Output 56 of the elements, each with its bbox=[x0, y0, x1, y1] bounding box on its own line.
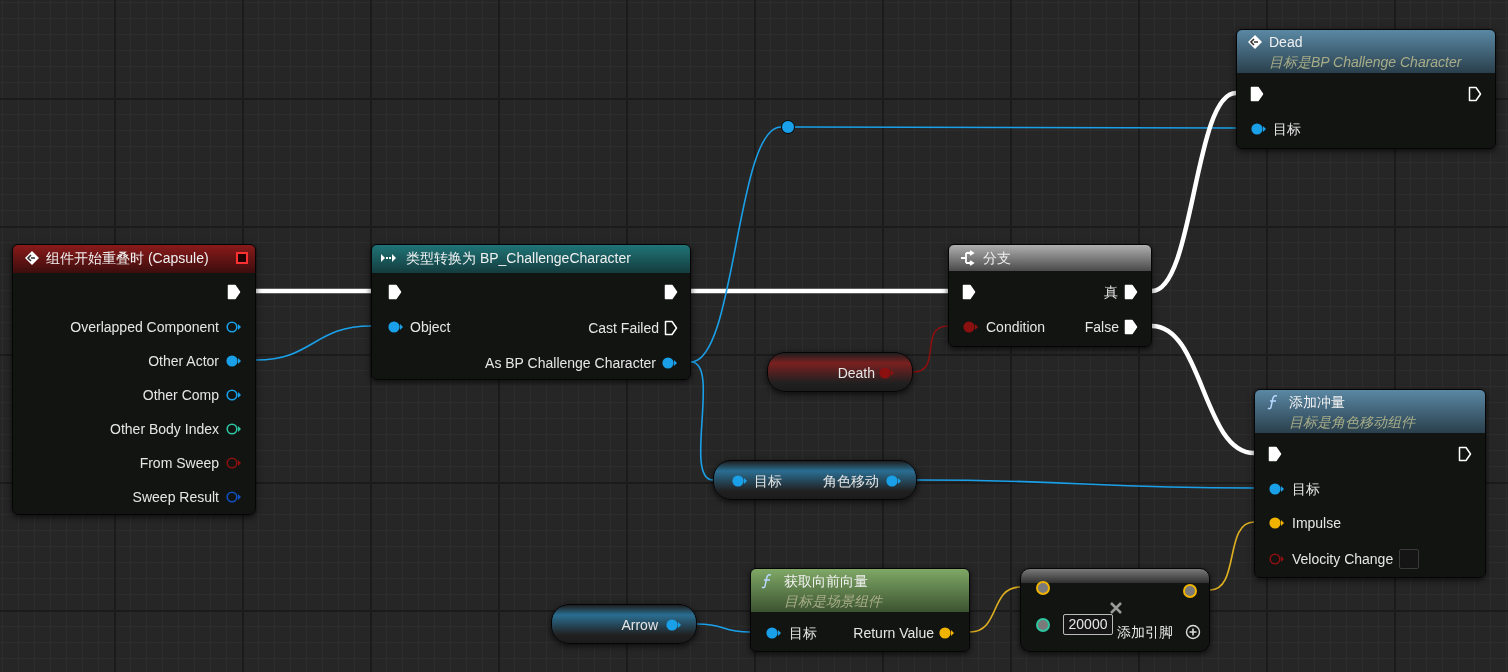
node-title: 添加冲量 bbox=[1289, 393, 1345, 411]
wire bbox=[1151, 90, 1237, 294]
pin-label: 目标 bbox=[789, 624, 817, 642]
branch-node bbox=[948, 244, 1152, 347]
node-title: 分支 bbox=[983, 249, 1011, 267]
wire bbox=[912, 325, 949, 373]
pin-label: Death bbox=[837, 364, 875, 382]
node-title: 类型转换为 BP_ChallengeCharacter bbox=[406, 249, 631, 267]
node-title: Dead bbox=[1269, 33, 1303, 51]
pin-label: Object bbox=[410, 318, 451, 336]
pin-label: Velocity Change bbox=[1292, 550, 1394, 568]
pin-label: Arrow bbox=[621, 616, 658, 634]
function-node bbox=[1254, 389, 1486, 578]
input-field: 20000 bbox=[1063, 614, 1113, 635]
pin-label: False bbox=[1084, 318, 1119, 336]
node-title: 组件开始重叠时 (Capsule) bbox=[46, 249, 209, 267]
wire bbox=[969, 586, 1021, 633]
pin-label: 目标 bbox=[754, 472, 782, 490]
wire bbox=[916, 479, 1255, 489]
node-subtitle: 目标是BP Challenge Character bbox=[1269, 53, 1462, 71]
node-subtitle: 目标是角色移动组件 bbox=[1289, 413, 1415, 431]
variable-node bbox=[551, 604, 697, 644]
wire bbox=[696, 623, 751, 633]
pin-label: From Sweep bbox=[139, 454, 219, 472]
multiply-node bbox=[1020, 568, 1210, 652]
reroute-dot bbox=[781, 120, 795, 134]
pin-label: 目标 bbox=[1292, 480, 1320, 498]
wire bbox=[255, 325, 372, 361]
variable-node bbox=[767, 352, 913, 392]
wire bbox=[1151, 323, 1255, 456]
pin-label: Other Comp bbox=[142, 386, 219, 404]
pin-label: Sweep Result bbox=[132, 488, 219, 506]
node-subtitle: 目标是场景组件 bbox=[784, 592, 882, 610]
pin-label: Overlapped Component bbox=[70, 318, 219, 336]
event-node bbox=[12, 244, 256, 515]
pin-label: Other Body Index bbox=[110, 420, 219, 438]
pin-label: Impulse bbox=[1292, 514, 1342, 532]
pin-label: 添加引脚 bbox=[1117, 623, 1173, 641]
pin-label: As BP Challenge Character bbox=[485, 354, 656, 372]
pin-label: 角色移动 bbox=[823, 472, 879, 490]
wire bbox=[691, 288, 948, 294]
node-title: 获取向前向量 bbox=[784, 572, 868, 590]
function-node bbox=[750, 568, 970, 652]
pin-label: Cast Failed bbox=[588, 319, 659, 337]
pin-label: 目标 bbox=[1273, 120, 1301, 138]
wire bbox=[256, 288, 371, 294]
getter-node bbox=[713, 460, 917, 500]
pin-label: Other Actor bbox=[148, 352, 219, 370]
wire bbox=[690, 361, 714, 481]
wire bbox=[794, 126, 1237, 129]
pin-label: 真 bbox=[1104, 283, 1118, 301]
cast-node bbox=[371, 244, 691, 380]
pin-label: Condition bbox=[986, 318, 1046, 336]
wire bbox=[1209, 521, 1255, 591]
function-node bbox=[1236, 29, 1496, 149]
pin-label: Return Value bbox=[853, 624, 934, 642]
